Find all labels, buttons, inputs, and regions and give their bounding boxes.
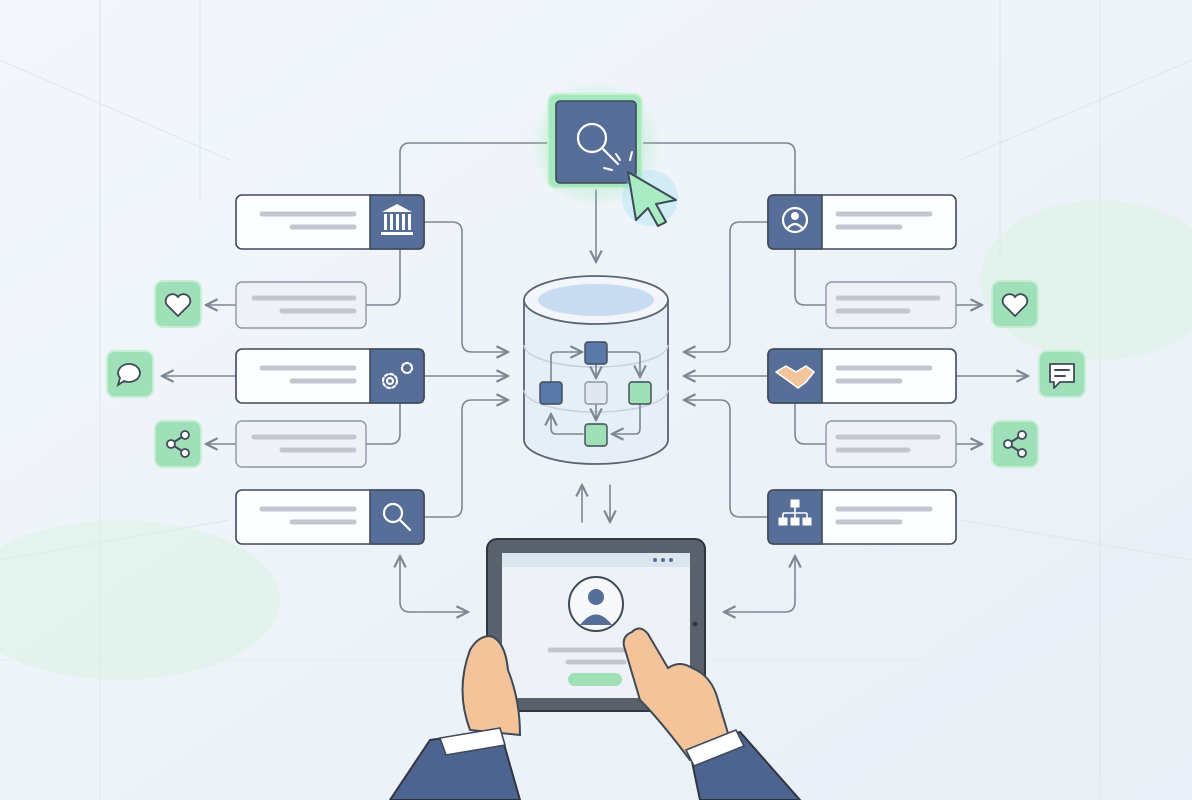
share-icon	[1003, 430, 1027, 458]
chat-bubble-icon	[116, 363, 141, 388]
pointer-cursor-icon	[603, 151, 678, 227]
search-icon	[382, 502, 412, 532]
heart-button[interactable]	[991, 280, 1039, 328]
hub-node-blue	[539, 381, 563, 405]
hub-node-blue	[584, 341, 608, 365]
left-card-secondary[interactable]	[235, 281, 367, 329]
heart-icon	[1001, 293, 1029, 318]
heart-icon	[164, 293, 192, 318]
share-icon	[166, 430, 190, 458]
share-button[interactable]	[991, 420, 1039, 468]
right-card-handshake[interactable]	[767, 348, 957, 404]
message-button[interactable]	[1038, 350, 1086, 398]
tablet-action-button[interactable]	[568, 673, 622, 686]
left-card-bank[interactable]	[235, 194, 425, 250]
right-card-secondary[interactable]	[825, 420, 957, 468]
left-card-gears[interactable]	[235, 348, 425, 404]
right-card-org-chart[interactable]	[767, 489, 957, 545]
bank-icon	[381, 204, 413, 235]
user-profile-icon	[781, 206, 809, 234]
hub-node-gray	[584, 381, 608, 405]
message-icon	[1049, 363, 1075, 389]
org-chart-icon	[778, 499, 812, 526]
left-card-search[interactable]	[235, 489, 425, 545]
chat-button[interactable]	[106, 350, 154, 398]
left-card-secondary[interactable]	[235, 420, 367, 468]
handshake-icon	[775, 365, 815, 389]
right-card-user[interactable]	[767, 194, 957, 250]
share-button[interactable]	[154, 420, 202, 468]
hub-node-green	[584, 423, 608, 447]
user-avatar-icon	[568, 576, 624, 632]
gears-icon	[381, 361, 414, 390]
right-card-secondary[interactable]	[825, 281, 957, 329]
heart-button[interactable]	[154, 280, 202, 328]
right-hand	[622, 627, 802, 800]
search-icon	[576, 122, 620, 166]
hub-node-green	[628, 381, 652, 405]
database-hub	[523, 275, 669, 465]
left-hand	[388, 634, 522, 800]
